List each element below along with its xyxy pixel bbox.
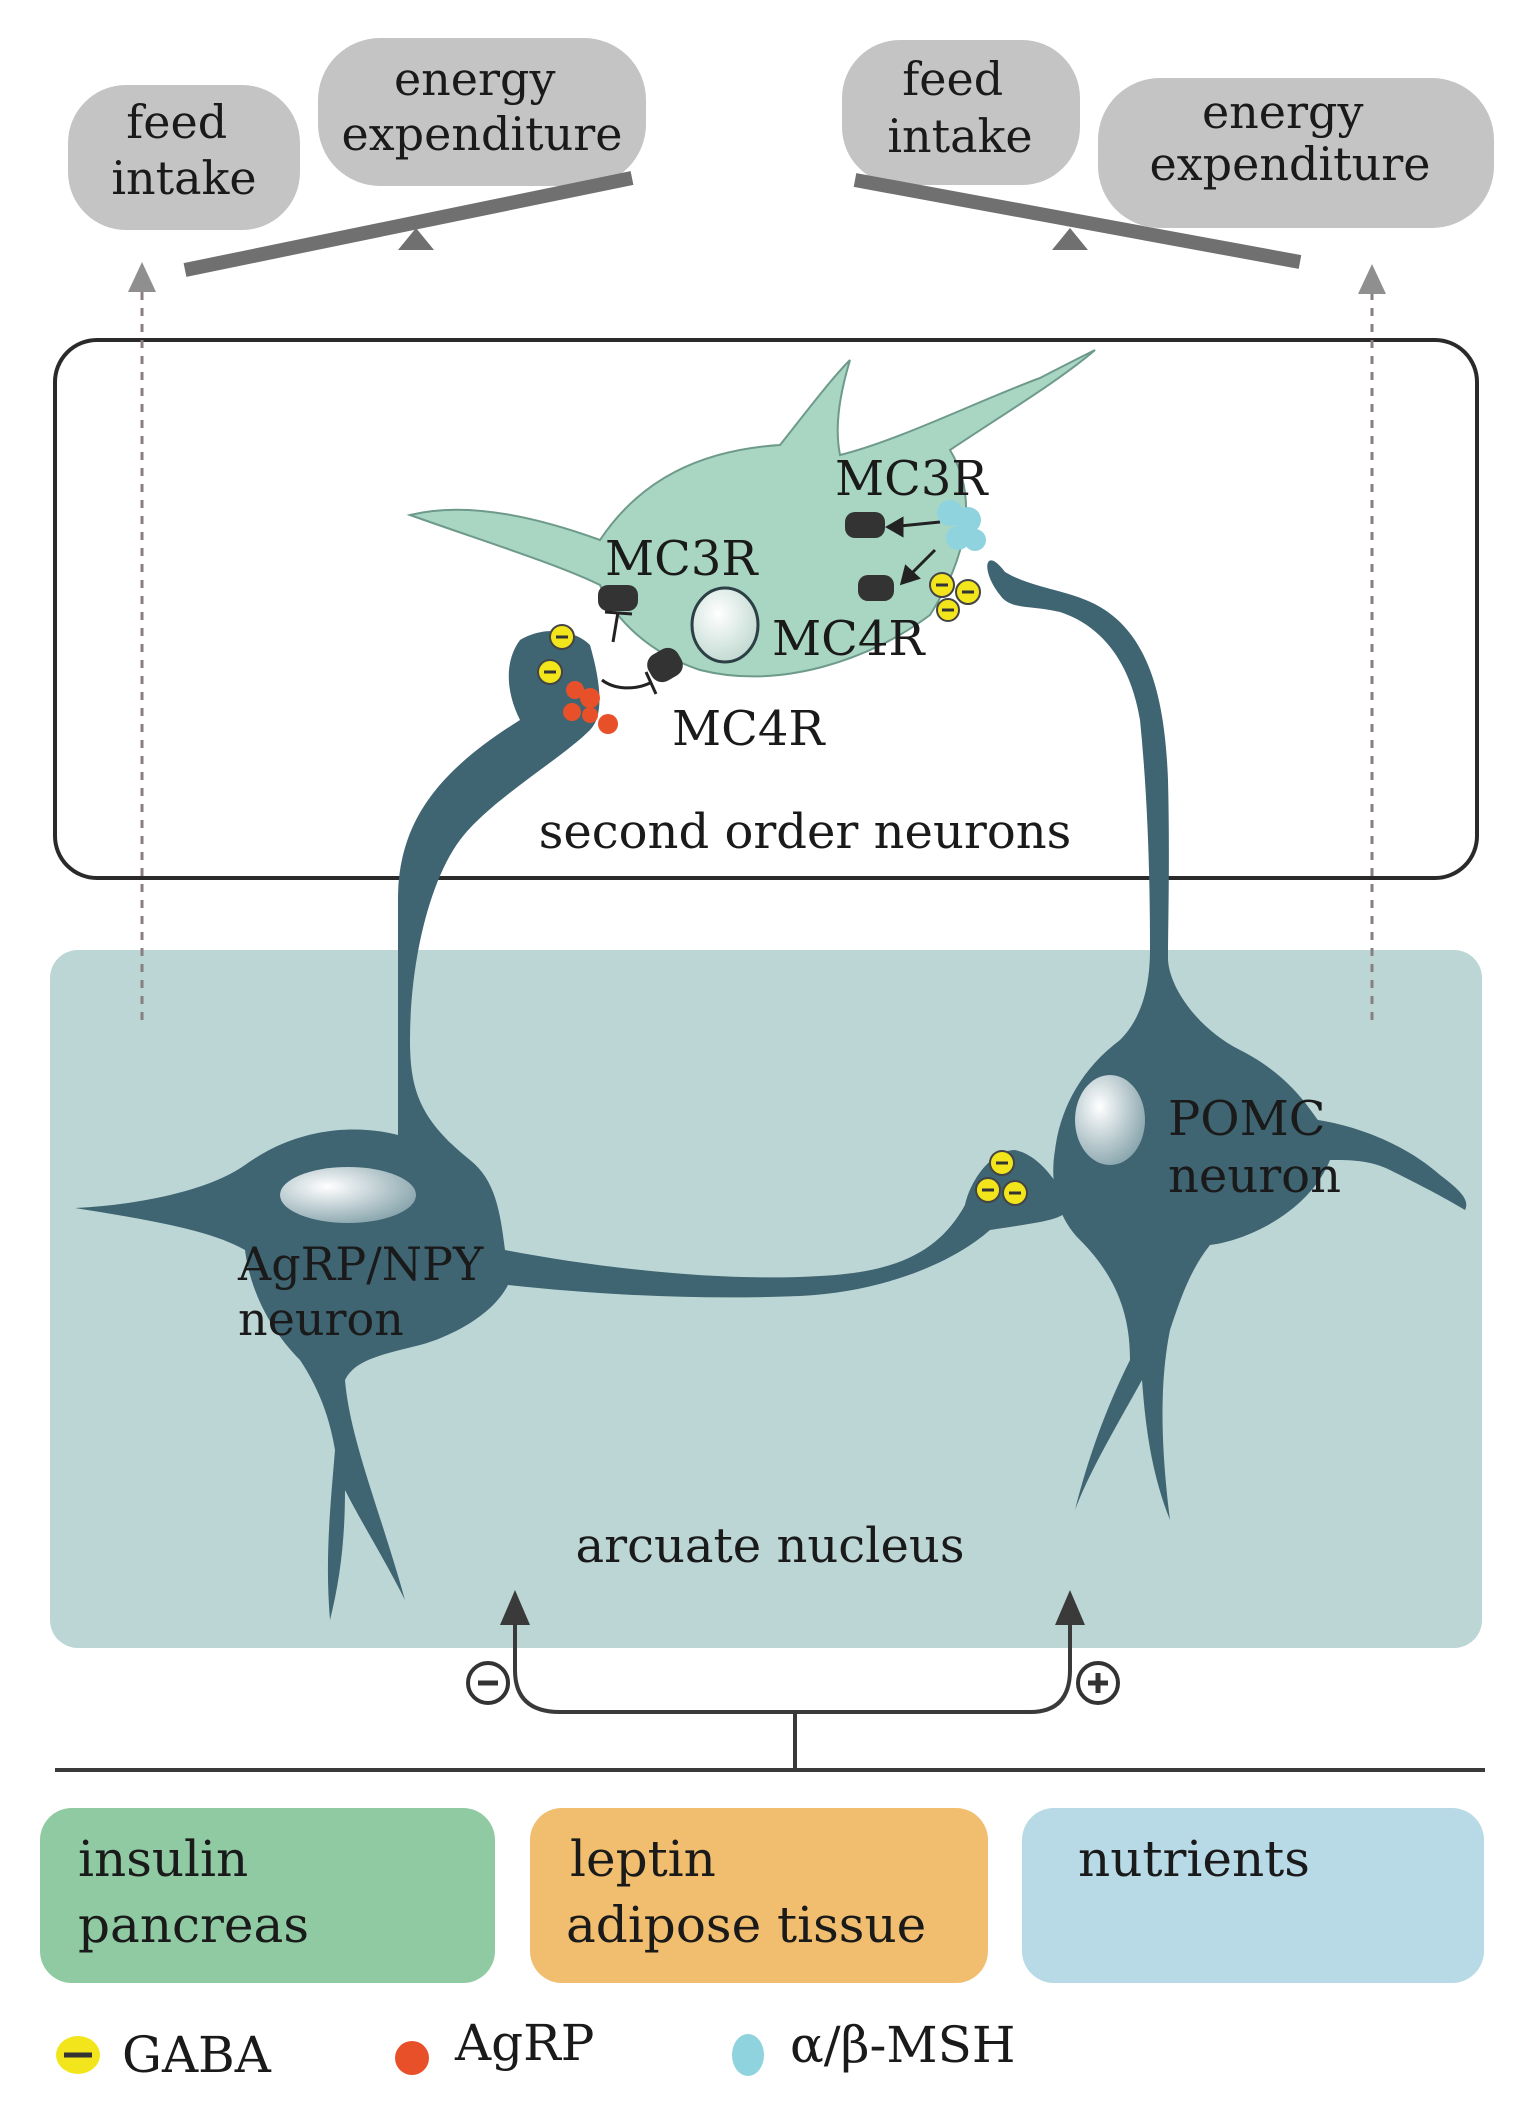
- dotted-arrow-right: [1358, 264, 1386, 1020]
- input-leptin-line-2: adipose tissue: [566, 1896, 926, 1954]
- svg-text:nutrients: nutrients: [1078, 1830, 1310, 1888]
- energy-expenditure-bubble-left: [318, 38, 646, 186]
- legend-gaba-label: GABA: [122, 2026, 272, 2084]
- arrowhead-to-pomc: [1055, 1590, 1085, 1625]
- scale-fulcrum-left: [398, 228, 434, 250]
- energy-expenditure-label-left-1: energy: [394, 52, 556, 106]
- agrp-inhibition-arrows: [601, 610, 658, 695]
- agrp-neuron-label-2: neuron: [238, 1292, 404, 1346]
- legend-msh: α/β-MSH: [732, 2016, 1015, 2076]
- dotted-arrow-left: [128, 262, 156, 1020]
- input-branch-arrows: [513, 1620, 1072, 1768]
- arcuate-nucleus-label: arcuate nucleus: [576, 1518, 965, 1574]
- input-leptin-line-1: leptin: [570, 1830, 716, 1888]
- legend-agrp: AgRP: [395, 2014, 594, 2075]
- svg-text:energy expenditure: energy expenditure: [342, 52, 623, 161]
- second-order-nucleus: [690, 586, 760, 664]
- mc4r-receptor-right: [858, 575, 894, 601]
- pomc-neuron-label-1: POMC: [1168, 1091, 1326, 1147]
- mc4r-label-left: MC4R: [672, 701, 826, 757]
- balance-right: feed intake energy expenditure: [842, 40, 1494, 269]
- legend-gaba: GABA: [56, 2026, 272, 2084]
- scale-bar-left: [183, 171, 634, 277]
- feed-intake-bubble-right: [842, 40, 1080, 185]
- legend: GABA AgRP α/β-MSH: [56, 2014, 1015, 2084]
- agrp-neuron-label-1: AgRP/NPY: [237, 1237, 484, 1291]
- feed-intake-label-right-2: intake: [887, 109, 1032, 163]
- feed-intake-label-left-2: intake: [111, 151, 256, 205]
- balance-left: feed intake energy expenditure: [68, 38, 646, 277]
- energy-expenditure-label-right-1: energy: [1202, 85, 1364, 139]
- excite-sign: [1076, 1661, 1120, 1705]
- agrp-synapse-vesicles: [537, 624, 618, 734]
- mc4r-receptor-left: [647, 647, 683, 683]
- svg-text:feed intake: feed intake: [111, 95, 256, 205]
- mc3r-receptor-left: [598, 585, 638, 611]
- input-insulin: insulin pancreas: [40, 1808, 495, 1983]
- mc3r-label-left: MC3R: [605, 531, 759, 587]
- svg-text:energy expenditure: energy expenditure: [1150, 85, 1431, 191]
- inhibit-sign: [466, 1661, 510, 1705]
- msh-activation-arrows: [884, 516, 941, 586]
- energy-expenditure-label-left-2: expenditure: [342, 107, 623, 161]
- pomc-neuron-label: POMC neuron: [1168, 1091, 1341, 1204]
- pomc-synapse-vesicles: [929, 500, 986, 622]
- svg-text:feed intake: feed intake: [887, 52, 1032, 163]
- feed-intake-label-right-1: feed: [902, 52, 1003, 106]
- arrowhead-to-agrp: [500, 1590, 530, 1625]
- input-insulin-line-2: pancreas: [78, 1896, 309, 1954]
- pomc-neuron-label-2: neuron: [1168, 1148, 1341, 1204]
- energy-expenditure-label-right-2: expenditure: [1150, 137, 1431, 191]
- input-nutrients-line-1: nutrients: [1078, 1830, 1310, 1888]
- feed-intake-bubble-left: [68, 85, 300, 230]
- agrp-nucleus: [280, 1167, 416, 1223]
- mc3r-label-right: MC3R: [835, 451, 989, 507]
- feed-intake-label-left-1: feed: [126, 95, 227, 149]
- input-nutrients: nutrients: [1022, 1808, 1484, 1983]
- input-insulin-line-1: insulin: [78, 1830, 248, 1888]
- energy-expenditure-bubble-right: [1098, 78, 1494, 228]
- mc4r-label-right: MC4R: [772, 611, 926, 667]
- legend-msh-label: α/β-MSH: [790, 2016, 1015, 2074]
- pomc-nucleus: [1075, 1075, 1145, 1165]
- second-order-neurons-label: second order neurons: [539, 804, 1072, 860]
- svg-text:insulin pancreas: insulin pancreas: [78, 1830, 309, 1954]
- agrp-neuron-label: AgRP/NPY neuron: [237, 1237, 498, 1346]
- legend-agrp-label: AgRP: [454, 2014, 594, 2072]
- agrp-npy-neuron: [75, 630, 1069, 1620]
- second-order-neurons-box: [53, 338, 1479, 880]
- agrp-to-pomc-synapse-vesicles: [975, 1150, 1028, 1206]
- svg-text:leptin adipose tissue: leptin adipose tissue: [566, 1830, 926, 1954]
- mc3r-receptor-right: [845, 512, 885, 538]
- scale-fulcrum-right: [1052, 228, 1088, 250]
- scale-bar-right: [853, 173, 1302, 269]
- input-leptin: leptin adipose tissue: [530, 1808, 988, 1983]
